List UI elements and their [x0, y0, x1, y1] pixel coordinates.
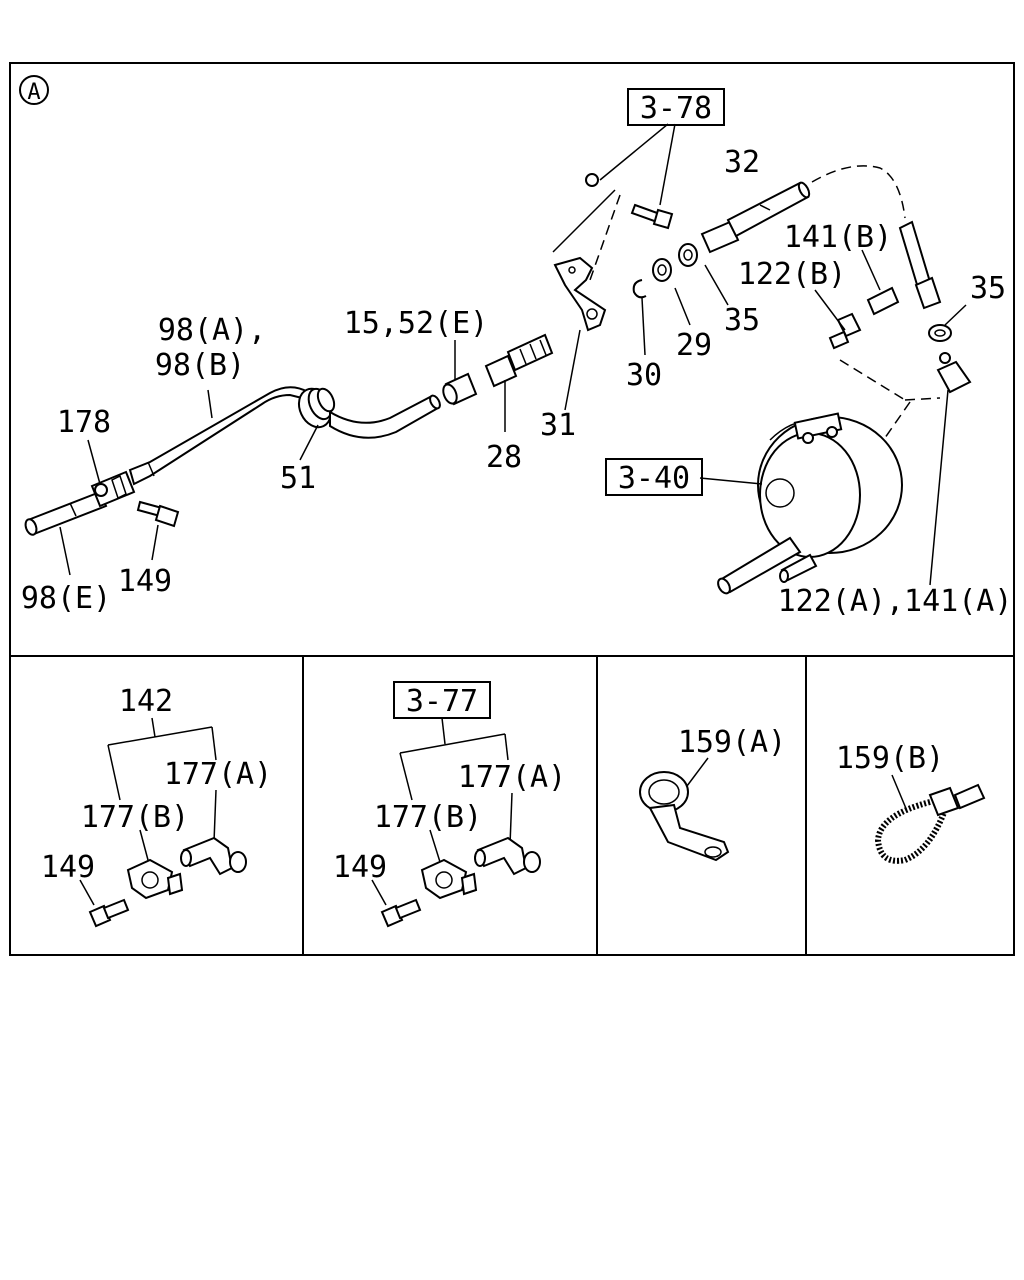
label-142: 142: [119, 684, 173, 719]
leader-lines: [59, 123, 967, 586]
label-32: 32: [724, 145, 760, 180]
panel-159b: 159(B): [836, 741, 986, 864]
section-marker-a: A: [19, 75, 49, 105]
main-assembly-drawing: [24, 165, 972, 595]
label-98ab-line1: 98(A),: [158, 313, 266, 348]
ref-box-3-40: 3-40: [605, 458, 703, 496]
label-29: 29: [676, 328, 712, 363]
label-149-p1: 149: [41, 850, 95, 885]
label-159b: 159(B): [836, 741, 944, 776]
label-141b: 141(B): [784, 220, 892, 255]
diagram-frames: [9, 62, 1015, 956]
label-98e: 98(E): [21, 581, 111, 616]
label-51: 51: [280, 461, 316, 496]
panel-159a: 159(A): [639, 725, 786, 862]
panel-142: 142 177(A) 177(B) 149: [41, 684, 272, 928]
part-labels-top: 32 141(B) 122(B) 35 35 29 30 31 28 15,52…: [21, 145, 1013, 619]
label-177b-p2: 177(B): [374, 800, 482, 835]
ref-box-3-77-label: 3-77: [406, 684, 478, 719]
label-35-left: 35: [724, 303, 760, 338]
label-177b-p1: 177(B): [81, 800, 189, 835]
svg-text:3-40: 3-40: [618, 461, 690, 496]
svg-text:3-78: 3-78: [640, 91, 712, 126]
label-122b: 122(B): [738, 257, 846, 292]
label-35-right: 35: [970, 271, 1006, 306]
label-122a-141a: 122(A),141(A): [778, 584, 1013, 619]
label-15-52e: 15,52(E): [344, 306, 489, 341]
label-178: 178: [57, 405, 111, 440]
label-149-p2: 149: [333, 850, 387, 885]
label-159a: 159(A): [678, 725, 786, 760]
label-31: 31: [540, 408, 576, 443]
label-177a-p1: 177(A): [164, 757, 272, 792]
label-98ab-line2: 98(B): [155, 348, 245, 383]
label-149-top: 149: [118, 564, 172, 599]
ref-box-3-78: 3-78: [627, 88, 725, 126]
label-177a-p2: 177(A): [458, 760, 566, 795]
label-30: 30: [626, 358, 662, 393]
panel-3-77: 3-77 177(A) 177(B) 149: [333, 681, 566, 928]
label-28: 28: [486, 440, 522, 475]
svg-text:A: A: [27, 80, 40, 105]
